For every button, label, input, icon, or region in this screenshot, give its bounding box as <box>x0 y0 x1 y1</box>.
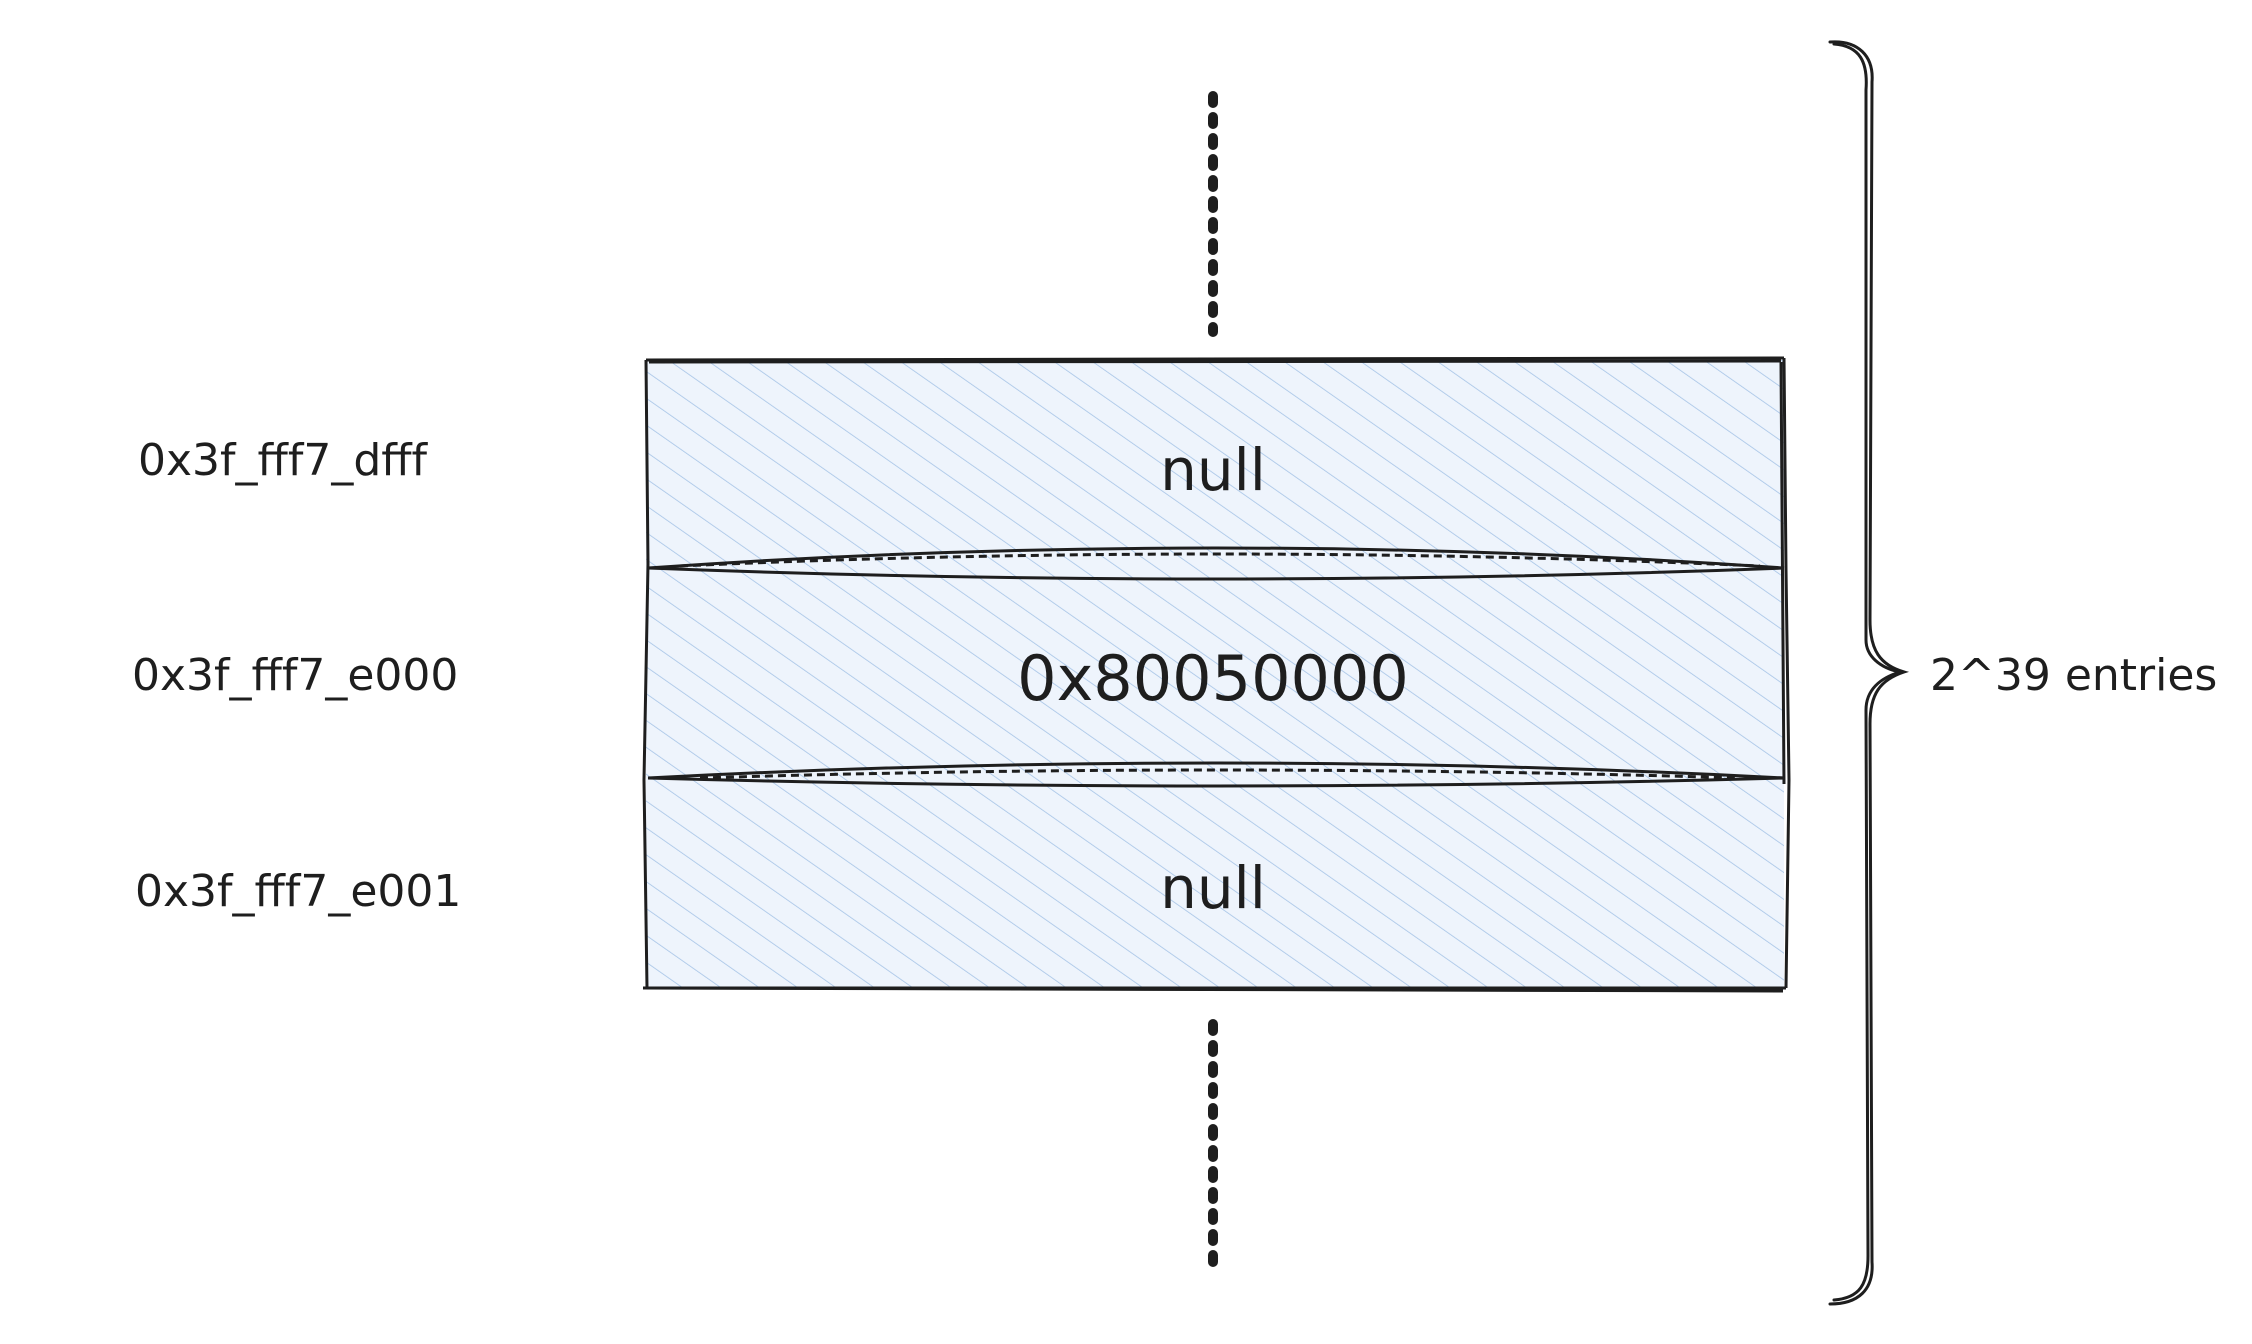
entry-value: null <box>1160 854 1266 922</box>
entry-table: null 0x80050000 null <box>642 356 1791 993</box>
table-cell <box>646 778 1784 988</box>
table-cell <box>646 360 1784 568</box>
entry-address: 0x3f_fff7_e000 <box>132 650 458 701</box>
table-border-sketch <box>642 359 1786 993</box>
entry-address: 0x3f_fff7_e001 <box>135 866 461 917</box>
entry-value: null <box>1160 436 1266 504</box>
entry-value: 0x80050000 <box>1017 642 1409 715</box>
entry-address: 0x3f_fff7_dfff <box>138 435 429 486</box>
table-border <box>642 356 1791 990</box>
table-cell <box>646 568 1784 778</box>
curly-brace <box>1828 40 1910 1306</box>
entry-count-label: 2^39 entries <box>1930 650 2217 701</box>
row-divider <box>647 761 1785 788</box>
row-divider <box>647 546 1785 581</box>
